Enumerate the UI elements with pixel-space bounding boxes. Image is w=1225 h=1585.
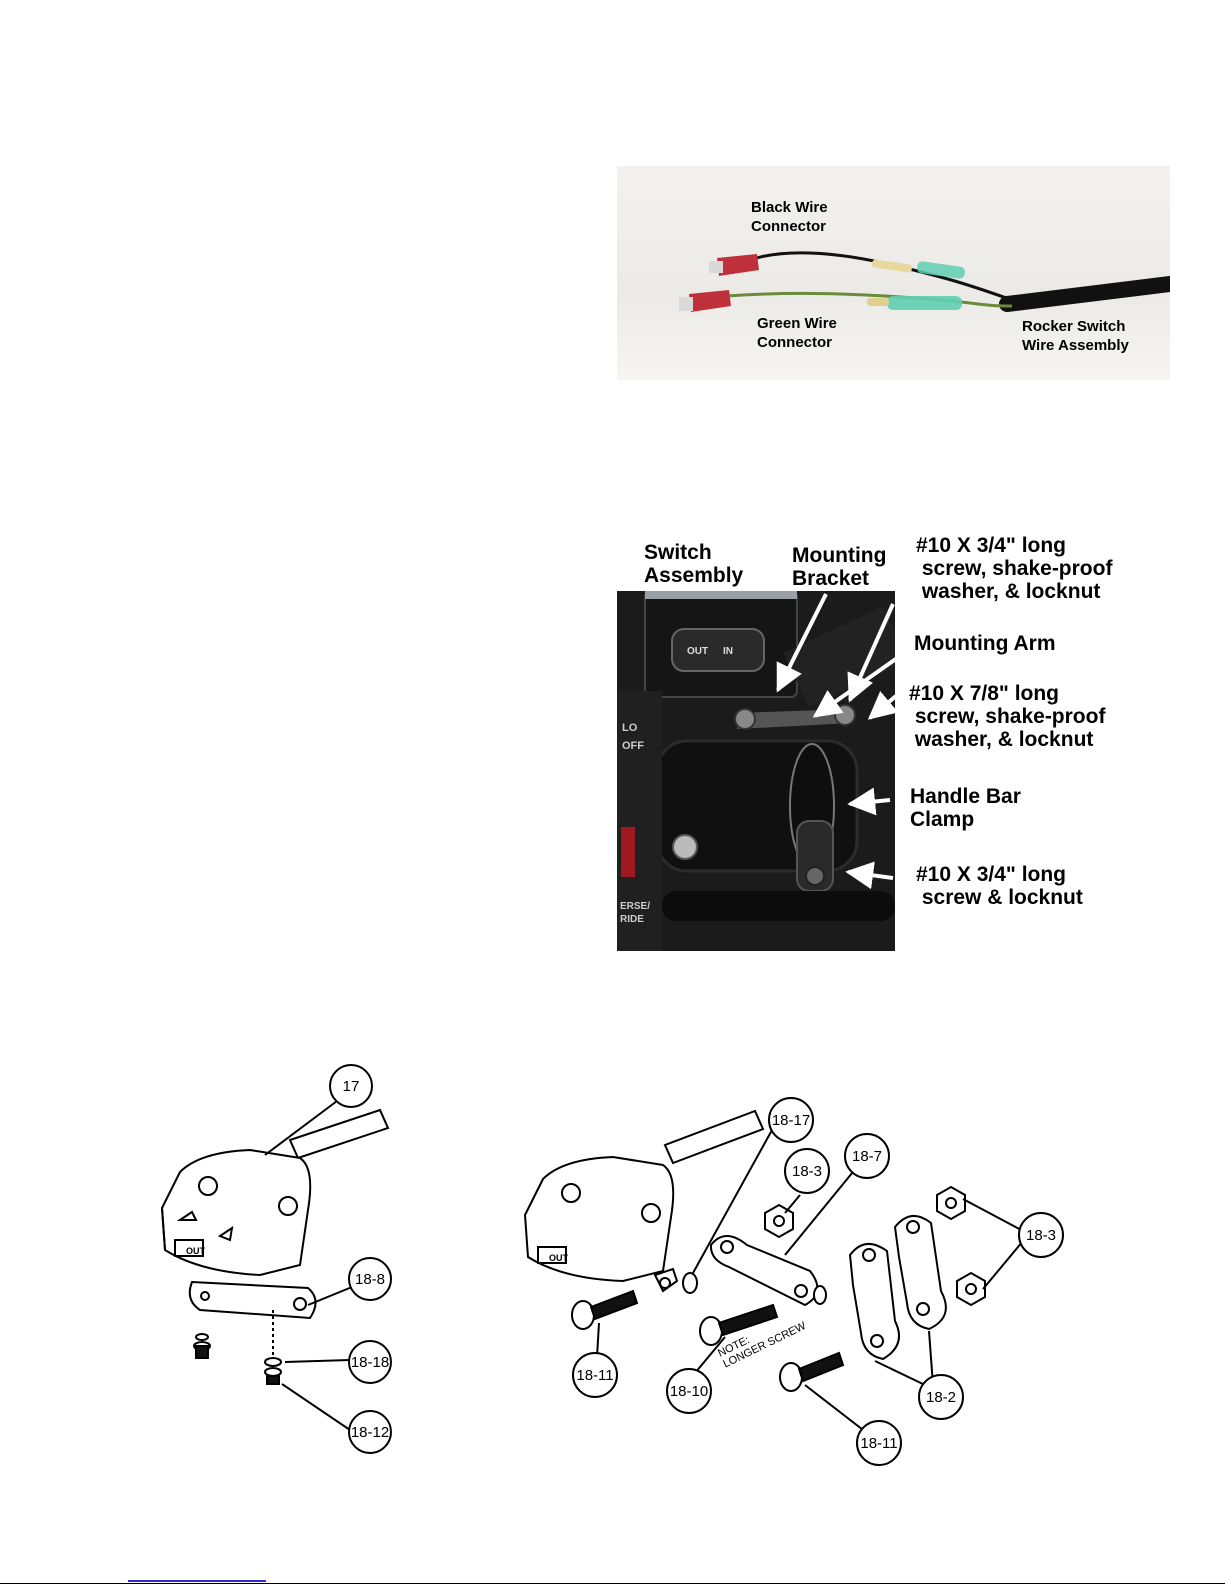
black-wire-connector — [709, 254, 759, 276]
rocker-switch — [671, 628, 765, 672]
mounting-arm-label: Mounting Arm — [914, 632, 1056, 655]
arrow-screw-mid — [867, 691, 899, 720]
svg-text:OUT: OUT — [687, 646, 708, 657]
screw-right — [264, 1357, 282, 1385]
svg-text:18-11: 18-11 — [860, 1435, 897, 1452]
mounting-bracket-label: Mounting Bracket — [792, 544, 887, 590]
screw-left — [193, 1333, 211, 1359]
screw-top-label: #10 X 3/4" long screw, shake-proof washe… — [916, 534, 1113, 603]
wire-illustration — [679, 251, 1170, 312]
callout-18-3-top — [784, 1148, 830, 1194]
mount-bracket — [188, 1280, 317, 1320]
panel-override-text: ERSE/ — [620, 901, 650, 912]
svg-text:OUT: OUT — [186, 1246, 206, 1256]
svg-text:18-10: 18-10 — [670, 1383, 708, 1400]
black-wire-connector-label: Black Wire Connector — [751, 199, 828, 235]
screw-mid-label: #10 X 7/8" long screw, shake-proof washe… — [909, 682, 1106, 751]
svg-text:17: 17 — [343, 1078, 360, 1095]
svg-text:18-12: 18-12 — [351, 1424, 389, 1441]
wire-connector-photo: Black Wire Connector Green Wire Connecto… — [617, 166, 1170, 380]
rocker-switch-wire-assembly-label: Rocker Switch Wire Assembly — [1022, 318, 1129, 354]
exploded-diagram-right: OUT NOTE: LONGER SCREW 18-17 18-3 18-7 1… — [523, 1097, 1064, 1466]
svg-text:18-8: 18-8 — [355, 1271, 385, 1288]
washer-18-17 — [682, 1272, 698, 1294]
callout-18-3-right — [1018, 1212, 1064, 1258]
heatshrink-green — [887, 296, 962, 310]
switch-mount-photo: OUT IN LO OFF ERSE/RIDE — [617, 591, 895, 951]
arrow-mounting-bracket — [776, 593, 828, 693]
screw-18-10 — [699, 1303, 779, 1346]
callout-18-11-left — [572, 1352, 618, 1398]
svg-text:18-11: 18-11 — [576, 1367, 613, 1384]
screw-left — [734, 708, 756, 730]
svg-text:18-7: 18-7 — [852, 1148, 882, 1165]
callout-18-2 — [918, 1374, 964, 1420]
arrow-mounting-arm — [812, 654, 902, 718]
callout-17 — [329, 1064, 373, 1108]
panel-override-text: RIDE — [620, 914, 644, 925]
svg-text:18-3: 18-3 — [1026, 1227, 1056, 1244]
svg-text:IN: IN — [723, 646, 733, 657]
screw-18-11-left — [571, 1289, 639, 1330]
svg-text:LO: LO — [622, 722, 638, 734]
callout-18-17 — [768, 1097, 814, 1143]
clamp-18-2-left — [848, 1243, 900, 1361]
svg-text:18-3: 18-3 — [792, 1163, 822, 1180]
callout-18-10 — [666, 1368, 712, 1414]
callout-18-12 — [348, 1410, 392, 1454]
mount-illustration: OUT IN LO OFF ERSE/RIDE — [617, 591, 895, 951]
clamp-18-2-right — [893, 1215, 947, 1331]
svg-text:18-18: 18-18 — [351, 1354, 389, 1371]
screw-18-11-bottom — [779, 1351, 845, 1392]
switch-assembly-label: Switch Assembly — [644, 541, 744, 587]
svg-text:18-2: 18-2 — [926, 1389, 956, 1406]
screw-bottom-label: #10 X 3/4" long screw & locknut — [916, 863, 1083, 909]
callout-18-7 — [844, 1133, 890, 1179]
footer-link-underline — [128, 1580, 266, 1582]
arrow-screw-bottom — [845, 861, 894, 890]
exploded-diagram-left: OUT 17 18-8 18-18 18-12 — [160, 1064, 392, 1454]
callout-18-18 — [348, 1340, 392, 1384]
callout-18-11-bottom — [856, 1420, 902, 1466]
heatshrink-black — [917, 261, 965, 279]
handle-bar-clamp-label: Handle Bar Clamp — [910, 785, 1021, 831]
rocker-cable — [999, 276, 1170, 312]
svg-text:OFF: OFF — [622, 740, 644, 752]
svg-text:OUT: OUT — [549, 1253, 569, 1263]
footer-rule — [0, 1583, 1225, 1584]
svg-text:18-17: 18-17 — [772, 1112, 810, 1129]
switch-wire — [288, 1108, 390, 1160]
callout-18-8 — [348, 1257, 392, 1301]
arrow-handle-bar-clamp — [847, 787, 891, 816]
green-wire-connector-label: Green Wire Connector — [757, 315, 837, 351]
green-wire-connector — [679, 290, 731, 312]
